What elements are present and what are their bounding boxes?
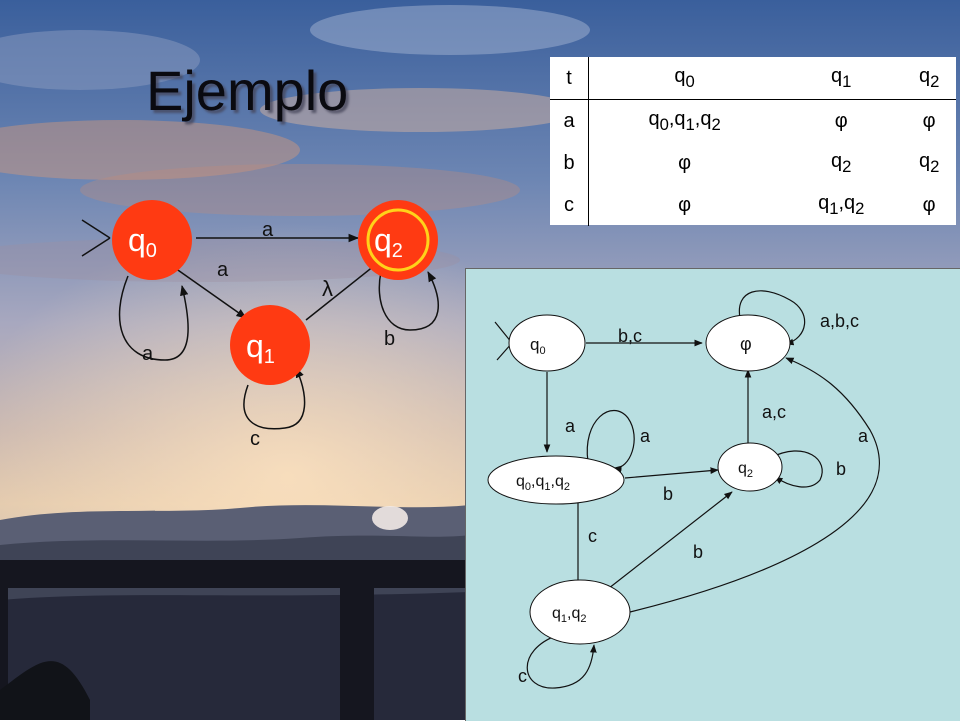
table-corner-cell: t bbox=[550, 57, 589, 100]
dfa-label-q2-phi: a,c bbox=[762, 402, 786, 422]
dfa-label-loop-set12: c bbox=[518, 666, 527, 686]
dfa-edge-set12-phi bbox=[629, 357, 880, 613]
table-cell: q2 bbox=[831, 149, 852, 176]
table-cell: φ bbox=[678, 193, 692, 216]
dfa-loop-set12 bbox=[526, 634, 597, 689]
nfa-label-q0-q1: a bbox=[217, 259, 229, 281]
table-cell: φ bbox=[834, 109, 848, 132]
svg-text:q1,q2: q1,q2 bbox=[552, 605, 587, 625]
dfa-label-loop-q2: b bbox=[836, 459, 846, 479]
dfa-state-q0q1q2: q0,q1,q2 bbox=[487, 455, 625, 505]
transition-table: t q0 q1 q2 a q0,q1,q2 φ φ b φ q2 q2 c φ … bbox=[550, 57, 956, 226]
table-header-q1: q1 bbox=[780, 57, 903, 100]
nfa-loop-q2 bbox=[378, 271, 439, 331]
dfa-label-loop-set012: a bbox=[640, 426, 651, 446]
table-cell: q1,q2 bbox=[818, 191, 865, 218]
table-row-symbol: c bbox=[550, 184, 589, 226]
dfa-state-q0: q0 bbox=[508, 314, 586, 372]
dfa-label-q0-set012: a bbox=[565, 416, 576, 436]
nfa-label-q0-q2: a bbox=[262, 219, 274, 241]
dfa-label-set012-set12: c bbox=[588, 526, 597, 546]
nfa-label-loop-q1: c bbox=[250, 428, 260, 450]
table-cell: q0,q1,q2 bbox=[648, 107, 721, 134]
table-row-b: b φ q2 q2 bbox=[550, 142, 956, 184]
nfa-edge-q0-q1 bbox=[174, 267, 247, 319]
nfa-start-arrow bbox=[81, 219, 111, 257]
dfa-state-q1q2: q1,q2 bbox=[529, 579, 631, 645]
nfa-label-loop-q2: b bbox=[384, 328, 395, 350]
table-cell: q2 bbox=[918, 149, 940, 176]
dfa-label-set12-phi: a bbox=[858, 426, 869, 446]
table-row-a: a q0,q1,q2 φ φ bbox=[550, 99, 956, 142]
dfa-label-q0-phi: b,c bbox=[618, 326, 642, 346]
table-header-q0: q0 bbox=[588, 57, 781, 100]
dfa-loop-q2 bbox=[769, 450, 823, 488]
table-cell: φ bbox=[922, 109, 936, 132]
table-header-row: t q0 q1 q2 bbox=[550, 57, 956, 100]
dfa-state-q2: q2 bbox=[717, 442, 783, 492]
dfa-edge-set012-q2 bbox=[624, 467, 719, 479]
table-cell: φ bbox=[922, 193, 936, 216]
slide-title: Ejemplo bbox=[146, 59, 349, 122]
nfa-state-q0: q0 bbox=[112, 200, 192, 280]
dfa-state-phi: φ bbox=[705, 314, 791, 372]
nfa-label-loop-q0: a bbox=[142, 343, 154, 365]
transition-table-grid: t q0 q1 q2 a q0,q1,q2 φ φ b φ q2 q2 c φ … bbox=[550, 57, 956, 226]
dfa-edge-set12-q2 bbox=[603, 491, 733, 593]
nfa-state-q2: q2 bbox=[358, 200, 438, 280]
table-cell: φ bbox=[678, 151, 692, 174]
dfa-loop-set012 bbox=[586, 409, 635, 473]
table-row-symbol: a bbox=[550, 99, 589, 142]
svg-text:φ: φ bbox=[740, 334, 752, 354]
nfa-loop-q0 bbox=[118, 275, 189, 361]
dfa-loop-phi bbox=[738, 290, 806, 346]
dfa-label-loop-phi: a,b,c bbox=[820, 311, 859, 331]
table-header-q2: q2 bbox=[902, 57, 956, 100]
nfa-label-lambda: λ bbox=[322, 276, 333, 301]
dfa-label-set012-q2: b bbox=[663, 484, 673, 504]
table-row-symbol: b bbox=[550, 142, 589, 184]
nfa-loop-q1 bbox=[243, 367, 306, 430]
dfa-label-set12-q2: b bbox=[693, 542, 703, 562]
nfa-state-q1: q1 bbox=[230, 305, 310, 385]
table-row-c: c φ q1,q2 φ bbox=[550, 184, 956, 226]
